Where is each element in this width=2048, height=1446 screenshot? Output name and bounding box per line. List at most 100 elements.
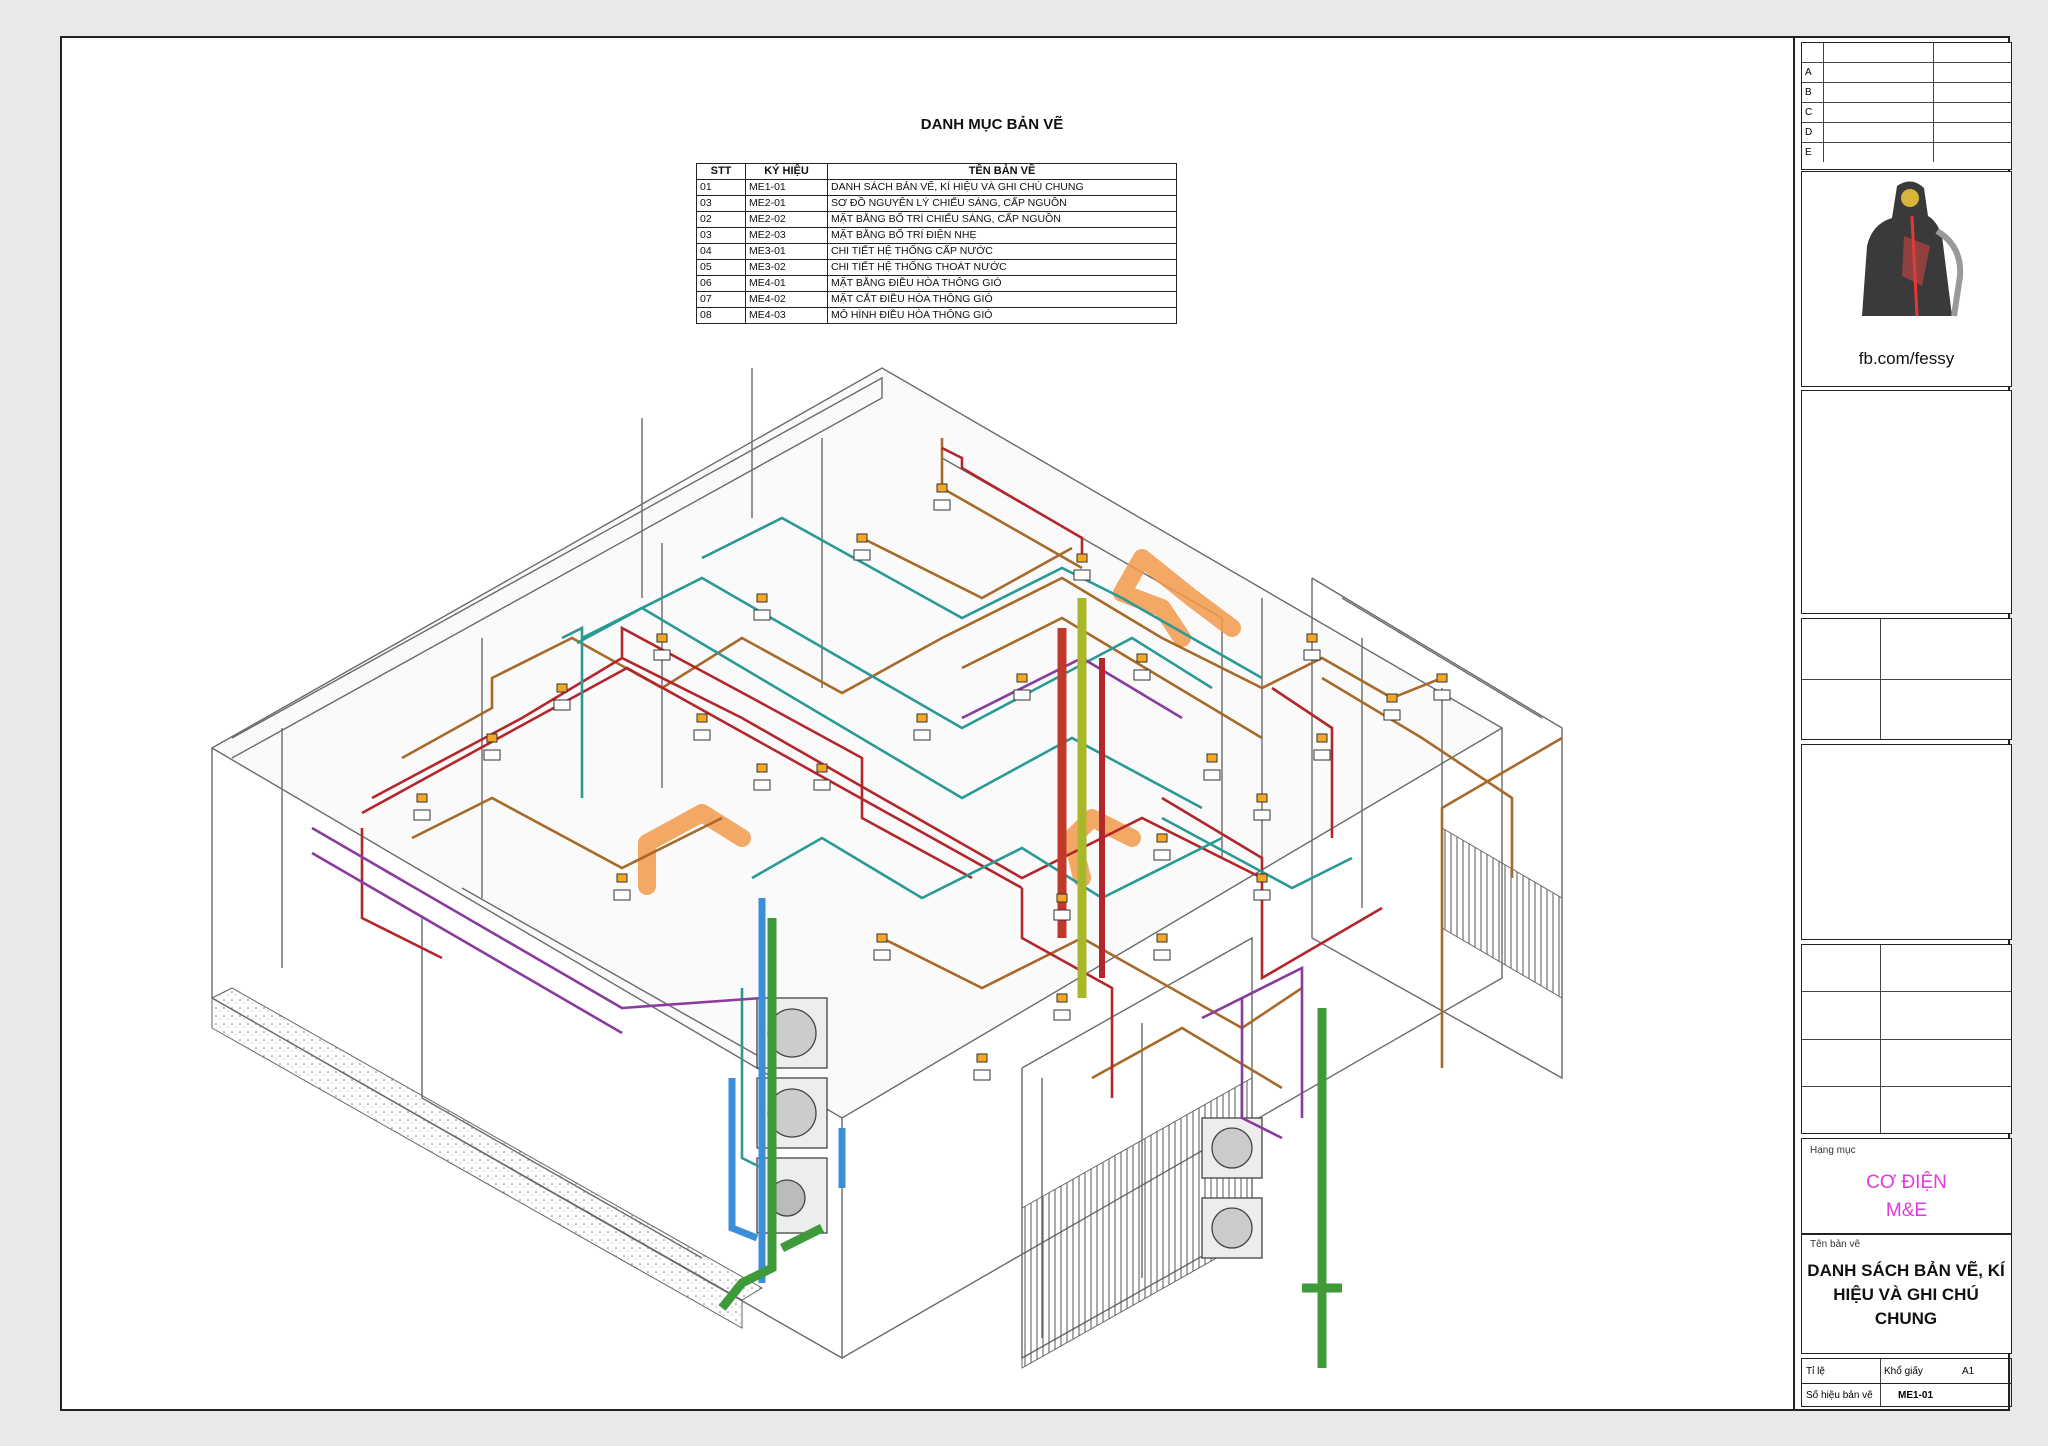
light-fixture <box>756 593 768 603</box>
header-stt: STT <box>696 163 746 180</box>
vertical-drain-stack <box>1057 598 1105 998</box>
light-fixture <box>1436 673 1448 683</box>
ceiling-box <box>753 609 771 621</box>
ceiling-box <box>813 779 831 791</box>
revision-table: A B C D E <box>1801 42 2012 170</box>
ceiling-box <box>413 809 431 821</box>
row-code: ME4-03 <box>745 307 828 324</box>
power-conduits <box>360 446 1383 1098</box>
blank-box-1 <box>1801 390 2012 614</box>
header-code: KÝ HIỆU <box>745 163 828 180</box>
row-name: MẶT CẮT ĐIỀU HÒA THÔNG GIÓ <box>827 291 1177 308</box>
revision-row: D <box>1802 123 2011 143</box>
row-stt: 06 <box>696 275 746 292</box>
ceiling-box <box>653 649 671 661</box>
ceiling-box <box>1153 849 1171 861</box>
drawing-list-title: DANH MỤC BẢN VẼ <box>920 116 1064 133</box>
low-voltage-conduits <box>561 516 1353 1170</box>
ceiling-box <box>1253 809 1271 821</box>
ceiling-box <box>1303 649 1321 661</box>
scale-paper-row: Tỉ lệ Khổ giấy A1 <box>1801 1358 2012 1384</box>
ceiling-box <box>483 749 501 761</box>
light-fixture <box>876 933 888 943</box>
sheet-no-value: ME1-01 <box>1898 1389 1934 1401</box>
row-code: ME3-01 <box>745 243 828 260</box>
facebook-link[interactable]: fb.com/fessy <box>1858 349 1955 368</box>
drawing-sheet: DANH MỤC BẢN VẼ STT KÝ HIỆU TÊN BẢN VẼ 0… <box>60 36 2012 1411</box>
light-fixture <box>1206 753 1218 763</box>
row-code: ME4-02 <box>745 291 828 308</box>
building-walls <box>210 367 1563 1360</box>
category-label: Hạng mục <box>1810 1145 1856 1156</box>
ceiling-box <box>753 779 771 791</box>
light-fixture <box>1386 693 1398 703</box>
scale-label: Tỉ lệ <box>1806 1365 1825 1377</box>
drawing-name: DANH SÁCH BẢN VẼ, KÍ HIỆU VÀ GHI CHÚ CHU… <box>1807 1261 2005 1328</box>
row-name: MẶT BẰNG ĐIỀU HÒA THÔNG GIÓ <box>827 275 1177 292</box>
row-code: ME2-03 <box>745 227 828 244</box>
revision-row: B <box>1802 83 2011 103</box>
floor-slab-hatch <box>210 987 763 1301</box>
ceiling-box <box>1313 749 1331 761</box>
drawing-name-box: Tên bản vẽ DANH SÁCH BẢN VẼ, KÍ HIỆU VÀ … <box>1801 1234 2012 1354</box>
light-fixtures <box>413 483 1451 1081</box>
revision-row <box>1802 43 2011 63</box>
row-name: MẶT BẰNG BỐ TRÍ CHIẾU SÁNG, CẤP NGUỒN <box>827 211 1177 228</box>
ceiling-box <box>693 729 711 741</box>
row-code: ME3-02 <box>745 259 828 276</box>
drainage-pipes <box>718 918 1342 1368</box>
title-block: A B C D E fb.com/fessy <box>1793 38 2012 1409</box>
ceiling-box <box>1383 709 1401 721</box>
row-code: ME2-02 <box>745 211 828 228</box>
light-fixture <box>1306 633 1318 643</box>
ceiling-box <box>973 1069 991 1081</box>
row-name: CHI TIẾT HỆ THỐNG THOÁT NƯỚC <box>827 259 1177 276</box>
logo-box: fb.com/fessy <box>1801 171 2012 387</box>
light-fixture <box>1316 733 1328 743</box>
category-value: CƠ ĐIỆN M&E <box>1866 1172 1947 1221</box>
ceiling-box <box>1133 669 1151 681</box>
light-fixture <box>856 533 868 543</box>
light-fixture <box>656 633 668 643</box>
light-fixture <box>916 713 928 723</box>
row-code: ME1-01 <box>745 179 828 196</box>
row-stt: 08 <box>696 307 746 324</box>
ceiling-box <box>1013 689 1031 701</box>
light-fixture <box>616 873 628 883</box>
row-stt: 02 <box>696 211 746 228</box>
row-code: ME2-01 <box>745 195 828 212</box>
figure-logo-icon <box>1862 181 1964 317</box>
row-stt: 05 <box>696 259 746 276</box>
row-stt: 04 <box>696 243 746 260</box>
light-fixture <box>1056 993 1068 1003</box>
ceiling-box <box>613 889 631 901</box>
light-fixture <box>976 1053 988 1063</box>
ceiling-box <box>553 699 571 711</box>
row-code: ME4-01 <box>745 275 828 292</box>
row-stt: 01 <box>696 179 746 196</box>
row-name: DANH SÁCH BẢN VẼ, KÍ HIỆU VÀ GHI CHÚ CHU… <box>827 179 1177 196</box>
revision-row: E <box>1802 143 2011 162</box>
ceiling-box <box>1253 889 1271 901</box>
row-name: MẶT BẰNG BỐ TRÍ ĐIỆN NHẸ <box>827 227 1177 244</box>
light-fixture <box>1256 873 1268 883</box>
revision-row: A <box>1802 63 2011 83</box>
drawing-list-header: STT KÝ HIỆU TÊN BẢN VẼ <box>696 163 1177 180</box>
sheet-no-label: Số hiệu bản vẽ <box>1806 1389 1873 1401</box>
ceiling-box <box>933 499 951 511</box>
light-fixture <box>1256 793 1268 803</box>
ceiling-box <box>1433 689 1451 701</box>
light-fixture <box>1016 673 1028 683</box>
revision-row: C <box>1802 103 2011 123</box>
ceiling-box <box>913 729 931 741</box>
light-fixture <box>1056 893 1068 903</box>
isometric-mep-model <box>210 367 1563 1369</box>
